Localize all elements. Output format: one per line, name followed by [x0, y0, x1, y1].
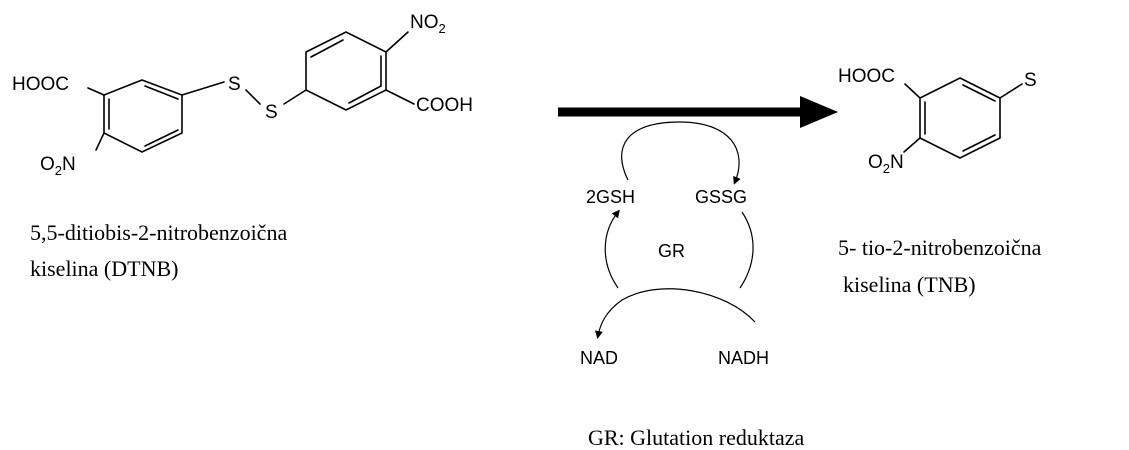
dtnb-right-ring [305, 31, 387, 111]
reaction-arrow [558, 96, 838, 128]
dtnb-o2n-sub: 2 [55, 163, 62, 178]
dtnb-s2-label: S [265, 102, 278, 123]
dtnb-s2-bond [283, 89, 307, 105]
dtnb-no2-sub: 2 [439, 21, 446, 36]
tnb-s-bond [999, 83, 1023, 99]
dtnb-structure: HOOC S S NO2 COOH O2N [12, 12, 473, 178]
dtnb-hooc-bond [87, 87, 105, 96]
dtnb-n-bond [95, 132, 105, 151]
tnb-caption-line1: 5- tio-2-nitrobenzoična [838, 235, 1042, 260]
nadh-label: NADH [718, 348, 769, 368]
gsh-label: 2GSH [586, 187, 635, 207]
dtnb-no2-bond [385, 31, 409, 53]
dtnb-o2n-n: N [62, 154, 76, 175]
tnb-hooc-bond [904, 83, 921, 99]
gr-left-arrow [604, 209, 620, 289]
dtnb-o2n-label: O2N [40, 154, 76, 178]
tnb-o2n-o: O [868, 152, 883, 173]
dtnb-s1-bond [181, 81, 225, 96]
dtnb-caption-line1: 5,5-ditiobis-2-nitrobenzoična [30, 220, 287, 245]
dtnb-o2n-o: O [40, 154, 55, 175]
dtnb-caption-line2: kiselina (DTNB) [30, 256, 178, 281]
nadh-to-nad-arrow [594, 288, 756, 339]
nad-label: NAD [580, 348, 618, 368]
tnb-o2n-sub: 2 [883, 161, 890, 176]
tnb-o2n-n: N [890, 152, 904, 173]
dtnb-cooh-bond [385, 89, 415, 105]
dtnb-ss-bond [245, 89, 261, 105]
cofactor-cycle [594, 121, 756, 339]
gssg-label: GSSG [695, 187, 747, 207]
gr-label: GR [658, 241, 685, 261]
dtnb-no2-main: NO [410, 12, 439, 33]
gsh-to-gssg-arrow [621, 121, 741, 185]
tnb-structure: HOOC S O2N [838, 66, 1037, 176]
gr-right-arc [739, 211, 754, 289]
dtnb-left-ring [103, 79, 183, 153]
dtnb-hooc-label: HOOC [12, 74, 69, 95]
dtnb-no2-label: NO2 [410, 12, 446, 36]
legend-text: GR: Glutation reduktaza [588, 425, 805, 450]
tnb-caption-line2: kiselina (TNB) [843, 272, 976, 297]
tnb-n-bond [903, 137, 921, 153]
dtnb-s1-label: S [228, 74, 241, 95]
tnb-o2n-label: O2N [868, 152, 904, 176]
dtnb-cooh-label: COOH [416, 95, 473, 116]
tnb-hooc-label: HOOC [838, 66, 895, 87]
tnb-ring [919, 77, 1001, 159]
tnb-s-label: S [1024, 70, 1037, 91]
